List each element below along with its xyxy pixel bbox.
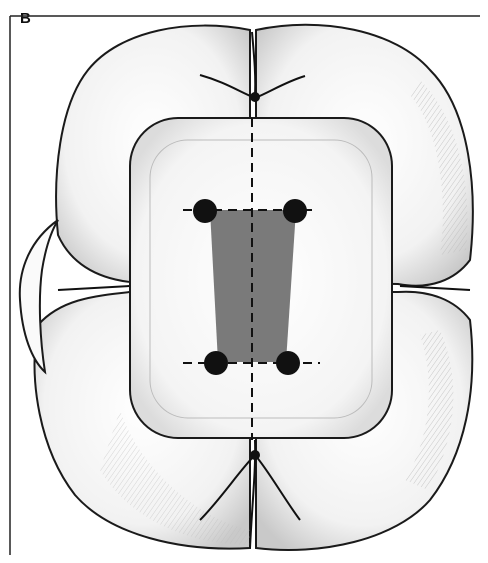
reference-point-lower-left — [204, 351, 228, 375]
fissure-left — [58, 286, 130, 290]
fissure-right — [400, 286, 470, 290]
reference-point-upper-right — [283, 199, 307, 223]
reference-point-lower-right — [276, 351, 300, 375]
fissure-top — [252, 32, 255, 95]
central-pit-top — [250, 92, 260, 102]
reference-point-upper-left — [193, 199, 217, 223]
central-pit-bottom — [250, 450, 260, 460]
